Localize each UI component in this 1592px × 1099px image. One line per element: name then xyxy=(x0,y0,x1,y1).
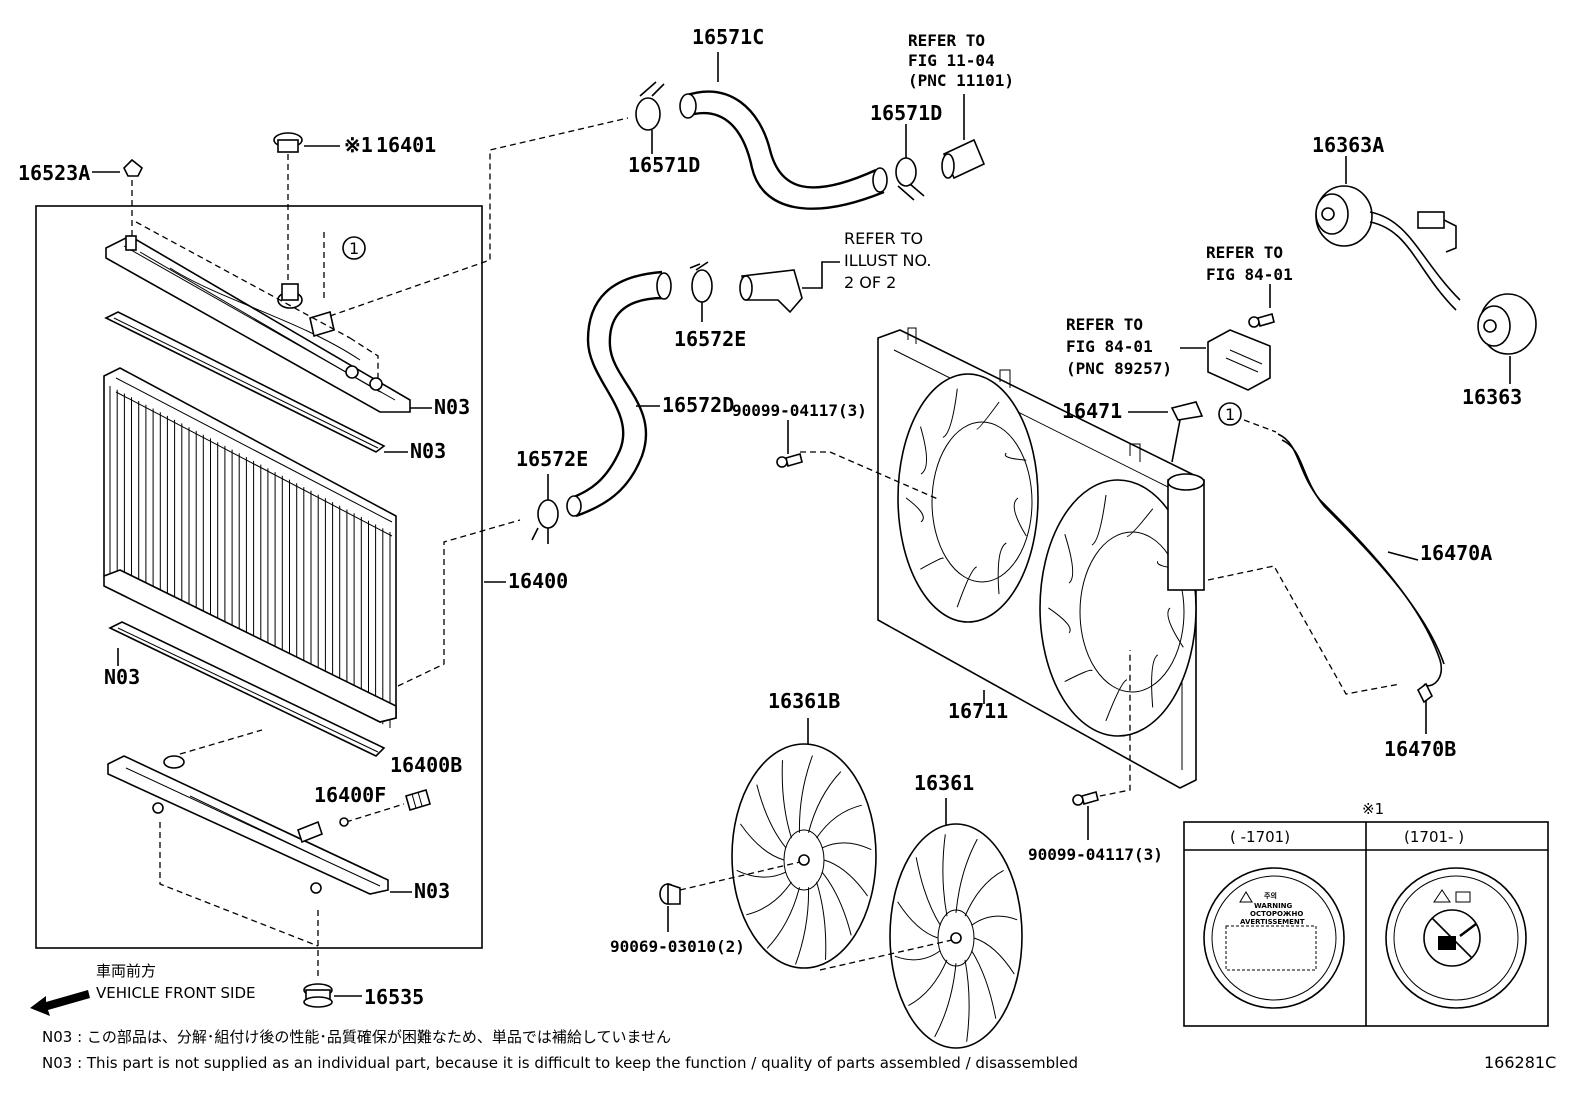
radiator-cap-drawing xyxy=(273,132,303,153)
label-n03-lower-gasket: N03 xyxy=(104,665,140,689)
label-16400: 16400 xyxy=(508,569,568,593)
label-16523a: 16523A xyxy=(18,161,90,185)
pipe-illust-drawing xyxy=(739,269,803,314)
legend-col-right: (1701- ) xyxy=(1404,828,1464,846)
label-16400f: 16400F xyxy=(314,783,386,807)
bolt-lower-drawing xyxy=(1072,791,1099,806)
circle-ref-left-number: 1 xyxy=(349,239,359,258)
circle-ref-right-marker xyxy=(1218,402,1242,426)
upper-gasket-drawing xyxy=(104,311,386,453)
drain-plug-16400b-drawing xyxy=(405,789,431,811)
note-n03-en: N03 : This part is not supplied as an in… xyxy=(42,1054,1078,1072)
label-16471: 16471 xyxy=(1062,399,1122,423)
label-16401-mark: ※1 xyxy=(344,133,373,157)
cap-label-right-drawing xyxy=(1385,867,1527,1009)
lower-hose-drawing xyxy=(566,270,672,518)
ref-fig8401-pnc-line1: REFER TO xyxy=(1066,315,1143,334)
vehicle-front-arrow-icon xyxy=(30,990,90,1016)
ref-fig8401-pnc-line2: FIG 84-01 xyxy=(1066,337,1153,356)
diagram-code: 166281C xyxy=(1484,1053,1556,1072)
vehicle-front-en: VEHICLE FRONT SIDE xyxy=(96,984,256,1002)
label-16400b: 16400B xyxy=(390,753,462,777)
label-n03-lower-tank: N03 xyxy=(414,879,450,903)
label-bolt-lower: 90099-04117(3) xyxy=(1028,845,1163,864)
fan-motor-16363a-drawing xyxy=(1315,185,1461,311)
label-nut: 90069-03010(2) xyxy=(610,937,745,956)
bolt-8401-drawing xyxy=(1248,313,1275,328)
label-16363: 16363 xyxy=(1462,385,1522,409)
cap-left-line1: 주의 xyxy=(1264,891,1277,900)
ref-illust-line2: ILLUST NO. xyxy=(844,251,931,270)
cushion-16535-drawing xyxy=(303,983,333,1008)
legend-mark: ※1 xyxy=(1362,800,1384,818)
bolt-upper-drawing xyxy=(776,453,803,468)
label-16572d: 16572D xyxy=(662,393,734,417)
upper-tank-drawing xyxy=(105,235,411,413)
label-bolt-upper: 90099-04117(3) xyxy=(732,401,867,420)
fan-shroud-drawing xyxy=(877,327,1205,789)
clamp-16572e-upper-drawing xyxy=(689,261,713,303)
ref-fig8401-top-line1: REFER TO xyxy=(1206,243,1283,262)
label-16535: 16535 xyxy=(364,985,424,1009)
fan-16361-drawing xyxy=(889,823,1023,1049)
label-16470a: 16470A xyxy=(1420,541,1492,565)
clamp-16571d-right-drawing xyxy=(895,157,925,201)
ref-fig1104-line3: (PNC 11101) xyxy=(908,71,1014,90)
lower-gasket-drawing xyxy=(108,621,386,757)
label-16401: 16401 xyxy=(376,133,436,157)
cap-left-line3: OCTOPOЖHO xyxy=(1250,910,1303,918)
upper-hose-drawing xyxy=(679,90,888,210)
cap-label-left-drawing xyxy=(1203,867,1345,1009)
radiator-assembly-frame xyxy=(35,205,483,949)
ref-fig8401-pnc-line3: (PNC 89257) xyxy=(1066,359,1172,378)
hose-16470a-drawing xyxy=(1277,433,1445,687)
fan-motor-16363-drawing xyxy=(1477,293,1537,355)
pipe-11101-drawing xyxy=(941,138,986,180)
hose-16471-drawing xyxy=(1170,401,1204,463)
label-16711: 16711 xyxy=(948,699,1008,723)
clamp-16572e-lower-drawing xyxy=(531,499,559,544)
nut-90069-drawing xyxy=(659,882,681,905)
label-16572e-upper: 16572E xyxy=(674,327,746,351)
label-16363a: 16363A xyxy=(1312,133,1384,157)
clip-16470b-drawing xyxy=(1416,682,1434,704)
cap-left-line2: WARNING xyxy=(1254,902,1293,910)
label-16571d-right: 16571D xyxy=(870,101,942,125)
label-16571c: 16571C xyxy=(692,25,764,49)
label-16571d-left: 16571D xyxy=(628,153,700,177)
label-16361: 16361 xyxy=(914,771,974,795)
ref-illust-line3: 2 OF 2 xyxy=(844,273,896,292)
fan-16361b-drawing xyxy=(731,743,877,969)
label-16572e-lower: 16572E xyxy=(516,447,588,471)
ref-illust-line1: REFER TO xyxy=(844,229,923,248)
ref-fig1104-line2: FIG 11-04 xyxy=(908,51,995,70)
clamp-16571d-left-drawing xyxy=(635,81,665,131)
label-16470b: 16470B xyxy=(1384,737,1456,761)
legend-col-left: ( -1701) xyxy=(1230,828,1290,846)
lower-tank-drawing xyxy=(107,755,389,895)
vehicle-front-jp: 車両前方 xyxy=(96,962,156,980)
note-n03-jp: N03 : この部品は、分解･組付け後の性能･品質確保が困難なため、単品では補給… xyxy=(42,1028,671,1046)
circle-ref-right-number: 1 xyxy=(1225,405,1235,424)
radiator-core-drawing xyxy=(103,367,397,728)
oring-16400f-drawing xyxy=(339,817,349,827)
ref-fig8401-top-line2: FIG 84-01 xyxy=(1206,265,1293,284)
label-16361b: 16361B xyxy=(768,689,840,713)
label-n03-upper-tank: N03 xyxy=(434,395,470,419)
cap-left-line4: AVERTISSEMENT xyxy=(1240,918,1305,926)
plug-16523a-drawing xyxy=(123,158,144,177)
relay-89257-drawing xyxy=(1207,329,1271,391)
label-n03-upper-gasket: N03 xyxy=(410,439,446,463)
ref-fig1104-line1: REFER TO xyxy=(908,31,985,50)
circle-ref-left-marker xyxy=(342,236,366,260)
